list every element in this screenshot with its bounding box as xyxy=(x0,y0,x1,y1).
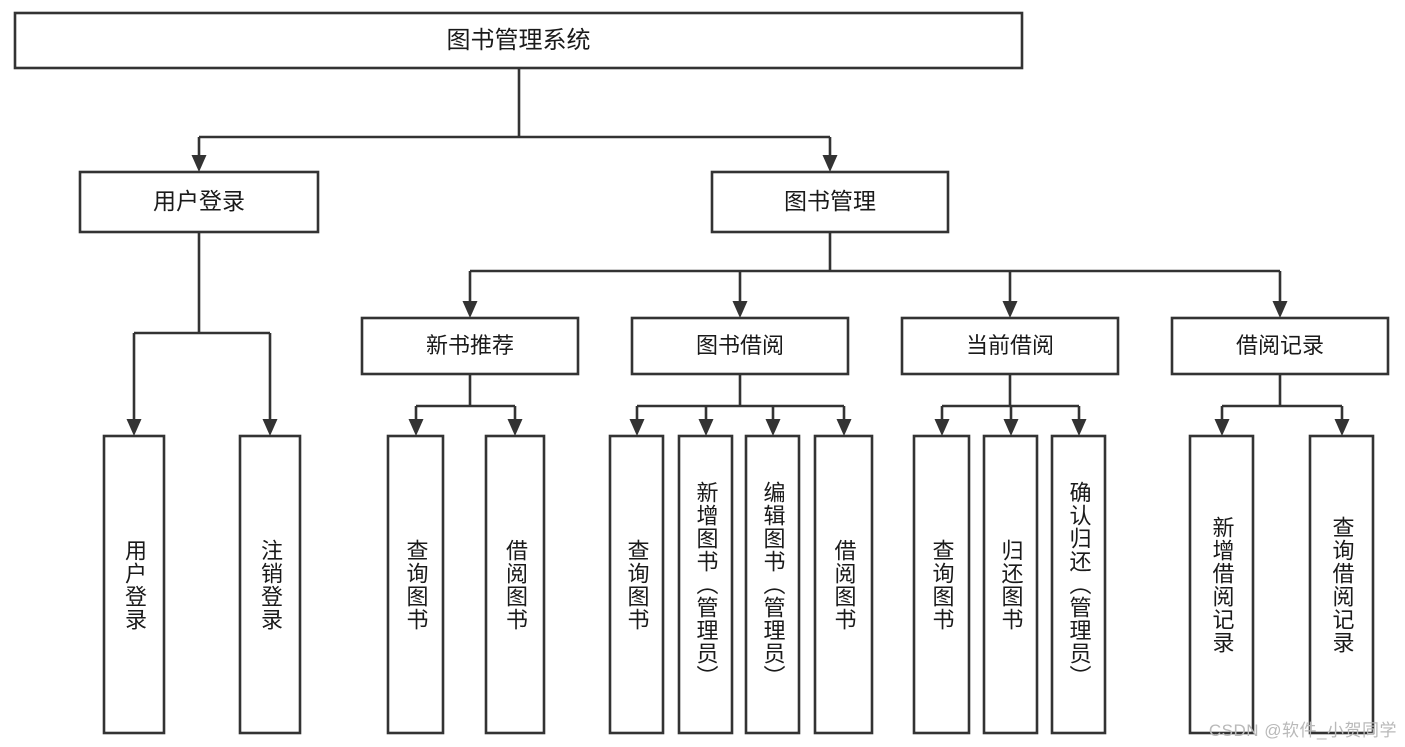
arrow-head-borrow-record xyxy=(1272,301,1288,318)
arrow-head-leaf-query-book-current xyxy=(934,419,950,436)
node-label-current-borrow: 当前借阅 xyxy=(966,333,1054,358)
arrow-head-leaf-query-record xyxy=(1334,419,1350,436)
arrow-head-leaf-logout xyxy=(262,419,278,436)
arrow-head-book-borrow xyxy=(732,301,748,318)
node-new-book-rec[interactable]: 新书推荐 xyxy=(360,316,580,376)
node-box-leaf-edit-book xyxy=(744,434,801,735)
connector-book-manage xyxy=(462,232,1288,318)
node-book-manage[interactable]: 图书管理 xyxy=(710,170,950,234)
node-leaf-add-record[interactable] xyxy=(1188,434,1255,735)
node-box-leaf-confirm-return xyxy=(1050,434,1107,735)
node-leaf-add-book[interactable] xyxy=(677,434,734,735)
node-label-book-manage: 图书管理 xyxy=(784,188,876,214)
arrow-head-leaf-add-book xyxy=(698,419,714,436)
arrow-head-leaf-query-book-borrow xyxy=(629,419,645,436)
arrow-head-book-manage xyxy=(822,155,838,172)
node-box-leaf-borrow-book xyxy=(813,434,874,735)
node-label-root: 图书管理系统 xyxy=(447,27,591,54)
node-root[interactable]: 图书管理系统 xyxy=(13,11,1024,70)
node-current-borrow[interactable]: 当前借阅 xyxy=(900,316,1120,376)
node-user-login[interactable]: 用户登录 xyxy=(78,170,320,234)
connector-layer xyxy=(126,68,1350,436)
node-box-book-manage xyxy=(710,170,950,234)
node-box-book-borrow xyxy=(630,316,850,376)
arrow-head-leaf-return-book xyxy=(1003,419,1019,436)
arrow-head-leaf-borrow-book xyxy=(836,419,852,436)
node-leaf-query-book-rec[interactable] xyxy=(386,434,445,735)
node-box-user-login xyxy=(78,170,320,234)
node-box-leaf-return-book xyxy=(982,434,1039,735)
arrow-head-current-borrow xyxy=(1002,301,1018,318)
node-leaf-confirm-return[interactable] xyxy=(1050,434,1107,735)
node-leaf-query-record[interactable] xyxy=(1308,434,1375,735)
arrow-head-leaf-confirm-return xyxy=(1071,419,1087,436)
node-leaf-user-login[interactable] xyxy=(102,434,166,735)
arrow-head-user-login xyxy=(191,155,207,172)
node-box-leaf-query-record xyxy=(1308,434,1375,735)
node-box-leaf-add-record xyxy=(1188,434,1255,735)
connector-borrow-record xyxy=(1214,374,1350,436)
node-box-leaf-user-login xyxy=(102,434,166,735)
node-box-root xyxy=(13,11,1024,70)
node-label-new-book-rec: 新书推荐 xyxy=(426,333,514,358)
node-box-leaf-query-book-borrow xyxy=(608,434,665,735)
node-box-borrow-record xyxy=(1170,316,1390,376)
node-borrow-record[interactable]: 借阅记录 xyxy=(1170,316,1390,376)
node-box-leaf-add-book xyxy=(677,434,734,735)
node-box-leaf-borrow-book-rec xyxy=(484,434,546,735)
node-box-leaf-query-book-current xyxy=(912,434,971,735)
node-label-user-login: 用户登录 xyxy=(153,188,245,214)
node-label-borrow-record: 借阅记录 xyxy=(1236,333,1324,358)
arrow-head-leaf-borrow-book-rec xyxy=(507,419,523,436)
node-leaf-borrow-book-rec[interactable] xyxy=(484,434,546,735)
node-label-book-borrow: 图书借阅 xyxy=(696,333,784,358)
arrow-head-leaf-add-record xyxy=(1214,419,1230,436)
connector-book-borrow xyxy=(629,374,852,436)
arrow-head-new-book-rec xyxy=(462,301,478,318)
node-box-leaf-logout xyxy=(238,434,302,735)
node-leaf-query-book-borrow[interactable] xyxy=(608,434,665,735)
node-box-new-book-rec xyxy=(360,316,580,376)
arrow-head-leaf-user-login xyxy=(126,419,142,436)
node-leaf-logout[interactable] xyxy=(238,434,302,735)
node-leaf-borrow-book[interactable] xyxy=(813,434,874,735)
node-leaf-query-book-current[interactable] xyxy=(912,434,971,735)
connector-root xyxy=(191,68,838,172)
arrow-head-leaf-edit-book xyxy=(765,419,781,436)
node-box-leaf-query-book-rec xyxy=(386,434,445,735)
connector-current-borrow xyxy=(934,374,1087,436)
arrow-head-leaf-query-book-rec xyxy=(408,419,424,436)
watermark-label: CSDN @软件_小贺同学 xyxy=(1208,721,1397,740)
connector-user-login xyxy=(126,232,278,436)
connector-new-book-rec xyxy=(408,374,523,436)
node-book-borrow[interactable]: 图书借阅 xyxy=(630,316,850,376)
node-leaf-edit-book[interactable] xyxy=(744,434,801,735)
node-leaf-return-book[interactable] xyxy=(982,434,1039,735)
node-box-current-borrow xyxy=(900,316,1120,376)
